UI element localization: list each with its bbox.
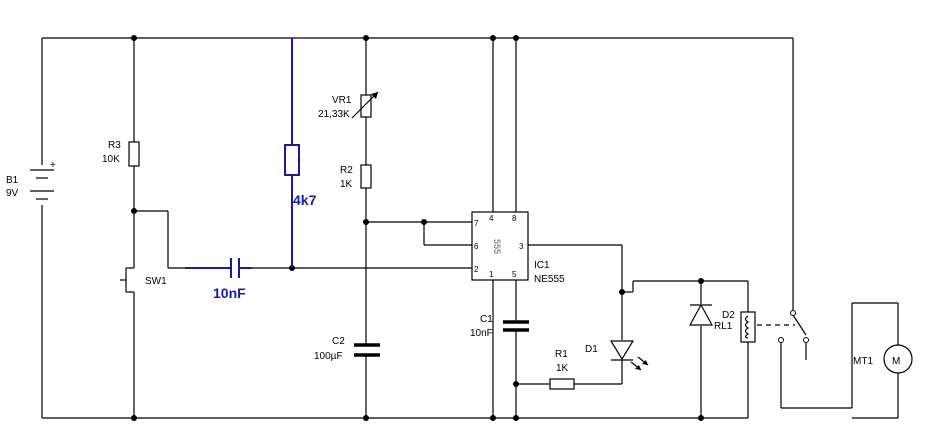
ic1-pin-2: 2: [474, 265, 479, 274]
mt1-ref: MT1: [853, 356, 873, 367]
relay-rl1: RL1: [714, 310, 809, 343]
motor-symbol: M: [892, 356, 900, 367]
ic1-ref: IC1: [534, 260, 550, 271]
ic1-value: NE555: [534, 274, 565, 285]
led-d1: D1: [585, 340, 649, 371]
ic1-ne555: 555 4 8 7 6 3 2 1 5 IC1 NE555: [471, 211, 565, 285]
r1-ref: R1: [555, 349, 568, 360]
r2-value: 1K: [340, 179, 353, 190]
ic1-pin-8: 8: [512, 214, 517, 223]
vr1-ref: VR1: [332, 95, 352, 106]
c2-value: 100µF: [314, 351, 343, 362]
r2-ref: R2: [340, 165, 353, 176]
sw1-ref: SW1: [145, 276, 167, 287]
added-capacitor-10nf: 10nF: [185, 258, 252, 301]
battery-b1: + B1 9V: [6, 160, 56, 200]
ic1-pin-7: 7: [474, 219, 479, 228]
switch-sw1: SW1: [120, 262, 167, 298]
ic1-pin-3: 3: [519, 242, 524, 251]
r3-ref: R3: [108, 140, 121, 151]
variable-resistor-vr1: VR1 21,33K: [318, 91, 379, 120]
c1-value: 10nF: [470, 328, 493, 339]
rl1-ref: RL1: [714, 321, 733, 332]
added-resistor-value: 4k7: [293, 192, 317, 208]
d1-ref: D1: [585, 344, 598, 355]
resistor-r1: R1 1K: [549, 349, 575, 390]
battery-polarity: +: [50, 160, 56, 171]
battery-ref: B1: [6, 175, 19, 186]
resistor-r2: R2 1K: [340, 164, 372, 190]
added-resistor-4k7: 4k7: [284, 38, 317, 268]
resistor-r3: R3 10K: [102, 140, 140, 167]
c1-ref: C1: [480, 314, 493, 325]
ic1-chip-text: 555: [492, 239, 502, 254]
ic1-pin-6: 6: [474, 242, 479, 251]
capacitor-c2: C2 100µF: [314, 336, 380, 362]
r3-value: 10K: [102, 154, 120, 165]
ic1-pin-5: 5: [512, 270, 517, 279]
vr1-value: 21,33K: [318, 109, 350, 120]
ic1-pin-1: 1: [489, 270, 494, 279]
ic1-pin-4: 4: [489, 214, 494, 223]
capacitor-c1: C1 10nF: [470, 314, 529, 339]
diode-d2: D2: [688, 303, 735, 326]
r1-value: 1K: [556, 363, 569, 374]
d2-ref: D2: [722, 310, 735, 321]
wires: [41, 37, 899, 419]
c2-ref: C2: [332, 336, 345, 347]
battery-value: 9V: [6, 188, 19, 199]
motor-mt1: M MT1: [853, 344, 913, 374]
added-capacitor-value: 10nF: [213, 285, 246, 301]
junction-dots: [131, 35, 704, 421]
